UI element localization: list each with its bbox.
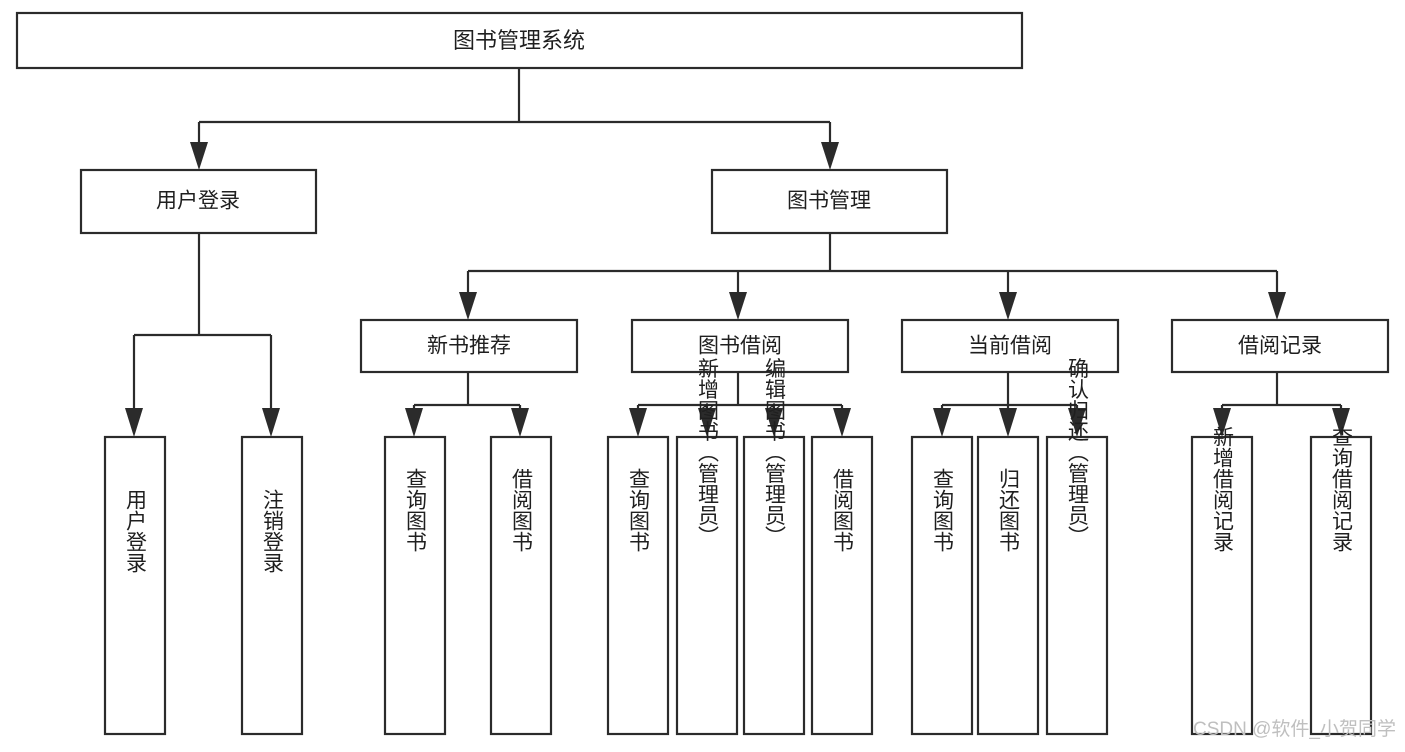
arrow-leaf-add-borrow-record (1213, 408, 1231, 437)
node-box-book-management[interactable] (710, 168, 949, 235)
node-book-borrow[interactable]: 图书借阅 (630, 318, 850, 374)
arrow-leaf-edit-book (765, 408, 783, 437)
leaf-node-add-borrow-record[interactable]: 新增借阅记录 (1190, 426, 1254, 736)
leaf-label-borrow-book-1: 借阅图书 (510, 468, 534, 552)
arrow-leaf-confirm-return (1068, 408, 1086, 437)
leaf-box-user-logout[interactable] (240, 435, 304, 736)
leaf-box-add-borrow-record[interactable] (1190, 435, 1254, 736)
arrow-leaf-user-logout (262, 408, 280, 437)
leaf-label-query-book-2: 查询图书 (627, 468, 651, 552)
node-current-borrow[interactable]: 当前借阅 (900, 318, 1120, 374)
leaf-box-user-login[interactable] (103, 435, 167, 736)
arrow-leaf-user-login (125, 408, 143, 437)
leaf-node-query-book-1[interactable]: 查询图书 (383, 435, 447, 736)
node-book-management-system[interactable]: 图书管理系统 (15, 11, 1024, 70)
leaf-box-query-book-2[interactable] (606, 435, 670, 736)
leaf-node-query-book-2[interactable]: 查询图书 (606, 435, 670, 736)
arrow-book-management (821, 142, 839, 170)
watermark-text: CSDN @软件_小贺同学 (1193, 718, 1396, 740)
arrow-leaf-query-book-1 (405, 408, 423, 437)
connectors-user-login-to-leaves (125, 233, 280, 437)
node-box-book-borrow[interactable] (630, 318, 850, 374)
leaf-node-confirm-return[interactable]: 确认归还（管理员） (1045, 358, 1109, 736)
arrow-leaf-borrow-book-1 (511, 408, 529, 437)
arrow-leaf-query-book-2 (629, 408, 647, 437)
node-label-current-borrow: 当前借阅 (968, 335, 1052, 358)
arrow-leaf-query-borrow-record (1332, 408, 1350, 437)
arrow-leaf-borrow-book-2 (833, 408, 851, 437)
connectors-borrow-record-to-leaves (1213, 372, 1350, 437)
leaf-node-user-login[interactable]: 用户登录 (103, 435, 167, 736)
node-label-user-login: 用户登录 (156, 190, 240, 213)
leaf-node-borrow-book-2[interactable]: 借阅图书 (810, 435, 874, 736)
node-label-new-book-recommend: 新书推荐 (427, 335, 511, 358)
leaf-box-borrow-book-2[interactable] (810, 435, 874, 736)
arrow-new-book (459, 292, 477, 320)
leaf-node-add-book[interactable]: 新增图书（管理员） (675, 358, 739, 736)
node-box-new-book-recommend[interactable] (359, 318, 579, 374)
leaf-label-query-book-1: 查询图书 (404, 468, 428, 552)
connectors-root-to-level2 (190, 68, 839, 170)
connectors-current-borrow-to-leaves (933, 372, 1086, 437)
arrow-book-borrow (729, 292, 747, 320)
leaf-node-query-borrow-record[interactable]: 查询借阅记录 (1309, 426, 1373, 736)
leaf-label-query-borrow-record: 查询借阅记录 (1330, 426, 1354, 552)
node-box-current-borrow[interactable] (900, 318, 1120, 374)
leaf-label-borrow-book-2: 借阅图书 (831, 468, 855, 552)
leaf-label-add-borrow-record: 新增借阅记录 (1211, 426, 1235, 552)
leaf-box-query-book-3[interactable] (910, 435, 974, 736)
arrow-leaf-query-book-3 (933, 408, 951, 437)
node-new-book-recommend[interactable]: 新书推荐 (359, 318, 579, 374)
leaf-label-edit-book: 编辑图书（管理员） (763, 358, 787, 547)
leaf-label-user-logout: 注销登录 (261, 489, 285, 573)
leaf-node-return-book[interactable]: 归还图书 (976, 435, 1040, 736)
node-label-borrow-record: 借阅记录 (1238, 335, 1322, 358)
arrow-leaf-return-book (999, 408, 1017, 437)
leaf-node-edit-book[interactable]: 编辑图书（管理员） (742, 358, 806, 736)
node-borrow-record[interactable]: 借阅记录 (1170, 318, 1390, 374)
leaf-box-confirm-return[interactable] (1045, 435, 1109, 736)
node-label-book-management: 图书管理 (787, 190, 871, 213)
node-box-root[interactable] (15, 11, 1024, 70)
arrow-borrow-record (1268, 292, 1286, 320)
node-box-user-login[interactable] (79, 168, 318, 235)
leaf-label-query-book-3: 查询图书 (931, 468, 955, 552)
leaf-node-borrow-book-1[interactable]: 借阅图书 (489, 435, 553, 736)
node-book-management[interactable]: 图书管理 (710, 168, 949, 235)
leaf-box-query-borrow-record[interactable] (1309, 435, 1373, 736)
leaf-label-add-book: 新增图书（管理员） (696, 358, 720, 547)
leaf-box-query-book-1[interactable] (383, 435, 447, 736)
arrow-user-login (190, 142, 208, 170)
connectors-new-book-to-leaves (405, 372, 529, 437)
leaf-box-add-book[interactable] (675, 435, 739, 736)
arrow-current-borrow (999, 292, 1017, 320)
leaf-box-borrow-book-1[interactable] (489, 435, 553, 736)
node-user-login[interactable]: 用户登录 (79, 168, 318, 235)
leaf-label-confirm-return: 确认归还（管理员） (1066, 358, 1090, 547)
node-label-root: 图书管理系统 (453, 28, 585, 53)
leaf-box-return-book[interactable] (976, 435, 1040, 736)
leaf-box-edit-book[interactable] (742, 435, 806, 736)
connectors-book-management-to-level3 (459, 233, 1286, 320)
leaf-node-query-book-3[interactable]: 查询图书 (910, 435, 974, 736)
leaf-node-user-logout[interactable]: 注销登录 (240, 435, 304, 736)
connectors-book-borrow-to-leaves (629, 372, 851, 437)
node-box-borrow-record[interactable] (1170, 318, 1390, 374)
leaf-label-return-book: 归还图书 (997, 468, 1021, 552)
node-label-book-borrow: 图书借阅 (698, 335, 782, 358)
leaf-label-user-login: 用户登录 (124, 489, 148, 573)
arrow-leaf-add-book (698, 408, 716, 437)
